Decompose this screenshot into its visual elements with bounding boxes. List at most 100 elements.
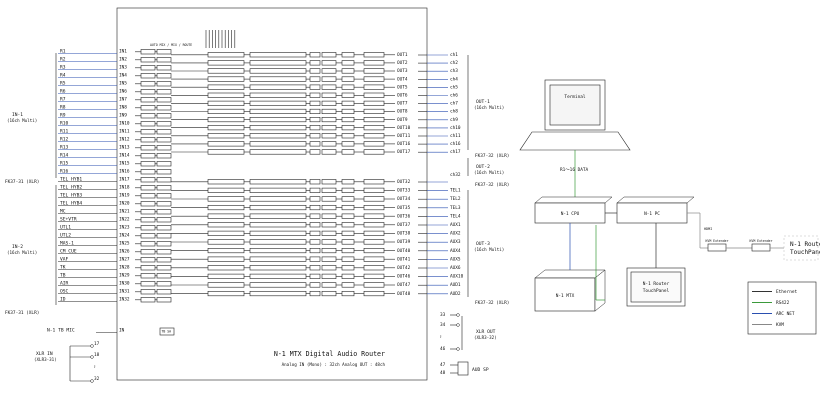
eq-block	[156, 49, 172, 55]
mix-block	[249, 133, 307, 139]
out1-label: OUT-1	[476, 99, 490, 105]
in-port-label: IN1	[119, 49, 127, 55]
xlr-out-connector	[456, 347, 460, 351]
input-source-label: SE+VTR	[60, 217, 77, 223]
terminal-keyboard	[519, 131, 631, 151]
automix-block	[207, 290, 245, 297]
mix-block	[249, 92, 307, 98]
input-source-label: TK	[60, 265, 66, 271]
gain-block	[309, 256, 321, 262]
in-port-label: IN15	[119, 161, 130, 167]
out-right-label: AUD1	[450, 282, 461, 288]
in-port-label: IN12	[119, 137, 130, 143]
delay-block	[321, 248, 337, 254]
gain-block	[309, 248, 321, 254]
eq-block	[156, 281, 172, 287]
out-block	[363, 84, 385, 90]
ch-label: ch10	[450, 125, 461, 131]
preamp-block	[140, 177, 156, 183]
in-port-label: IN3	[119, 65, 127, 71]
out-port-label: OUT17	[397, 149, 411, 155]
out-port-label: OUT8	[397, 109, 408, 115]
gain-block	[309, 239, 321, 245]
delay-block	[321, 117, 337, 123]
mix-block	[249, 179, 307, 185]
mix-block	[249, 100, 307, 106]
automix-block	[207, 273, 245, 279]
eq-block	[156, 57, 172, 63]
input-source-label: OSC	[60, 289, 69, 295]
automix-block	[207, 84, 245, 90]
input-source-label: R10	[60, 121, 69, 127]
legend-label: Ethernet	[776, 289, 798, 295]
route-block	[341, 125, 355, 131]
automix-block	[207, 222, 245, 228]
delay-block	[321, 84, 337, 90]
route-block	[341, 196, 355, 202]
in-port-label: IN23	[119, 225, 130, 231]
out-block	[363, 141, 385, 147]
in-port-label: IN24	[119, 233, 130, 239]
mix-block	[249, 256, 307, 262]
route-block	[341, 222, 355, 228]
mix-block	[249, 273, 307, 279]
mix-block	[249, 52, 307, 58]
out-block	[363, 92, 385, 98]
route-block	[341, 149, 355, 155]
preamp-block	[140, 129, 156, 135]
delay-block	[321, 256, 337, 262]
eq-block	[156, 177, 172, 183]
ch-label: ch5	[450, 84, 458, 90]
delay-block	[321, 76, 337, 82]
gain-block	[309, 290, 321, 297]
preamp-block	[140, 65, 156, 71]
input-source-label: R5	[60, 81, 66, 87]
route-block	[341, 84, 355, 90]
input-source-label: R14	[60, 153, 69, 159]
out1-sub: (16ch Multi)	[474, 105, 504, 110]
input-source-label: R9	[60, 113, 66, 119]
input-source-label: R1	[60, 49, 66, 55]
input-source-label: R4	[60, 73, 66, 79]
input-source-label: AIR	[60, 281, 69, 287]
input-source-label: R11	[60, 129, 69, 135]
out-port-label: OUT16	[397, 141, 411, 147]
gain-block	[309, 273, 321, 279]
out3-label: OUT-3	[476, 241, 490, 247]
eq-block	[156, 145, 172, 151]
pc-label: N-1 PC	[644, 211, 660, 217]
preamp-block	[140, 193, 156, 199]
out-port-label: OUT47	[397, 282, 411, 288]
mix-block	[249, 76, 307, 82]
out-port-label: OUT36	[397, 213, 411, 219]
mix-block	[249, 84, 307, 90]
out3-sub: (16ch Multi)	[474, 247, 504, 252]
in-port-label: IN20	[119, 201, 130, 207]
automix-block	[207, 239, 245, 245]
fk-top-label: FK37-31 (XLR)	[5, 179, 39, 185]
route-block	[341, 108, 355, 114]
automix-block	[207, 117, 245, 123]
out-block	[363, 282, 385, 288]
route-block	[341, 213, 355, 219]
mix-block	[249, 108, 307, 114]
out-port-label: OUT41	[397, 256, 411, 262]
preamp-block	[140, 297, 156, 303]
out-block	[363, 149, 385, 155]
automix-block	[207, 108, 245, 114]
mix-block	[249, 265, 307, 271]
eq-block	[156, 153, 172, 159]
in-port-label: IN29	[119, 273, 130, 279]
eq-block	[156, 81, 172, 87]
out-port-label: OUT37	[397, 222, 411, 228]
in-port-label: IN6	[119, 89, 127, 95]
route-block	[341, 290, 355, 297]
delay-block	[321, 52, 337, 58]
gain-block	[309, 149, 321, 155]
fk32-c-label: FK37-32 (XLR)	[475, 300, 509, 306]
eq-block	[156, 137, 172, 143]
out-port-label: OUT38	[397, 231, 411, 237]
in-port-label: IN9	[119, 113, 127, 119]
tb-box	[159, 327, 175, 336]
input-source-label: TEL HYB1	[60, 177, 82, 183]
